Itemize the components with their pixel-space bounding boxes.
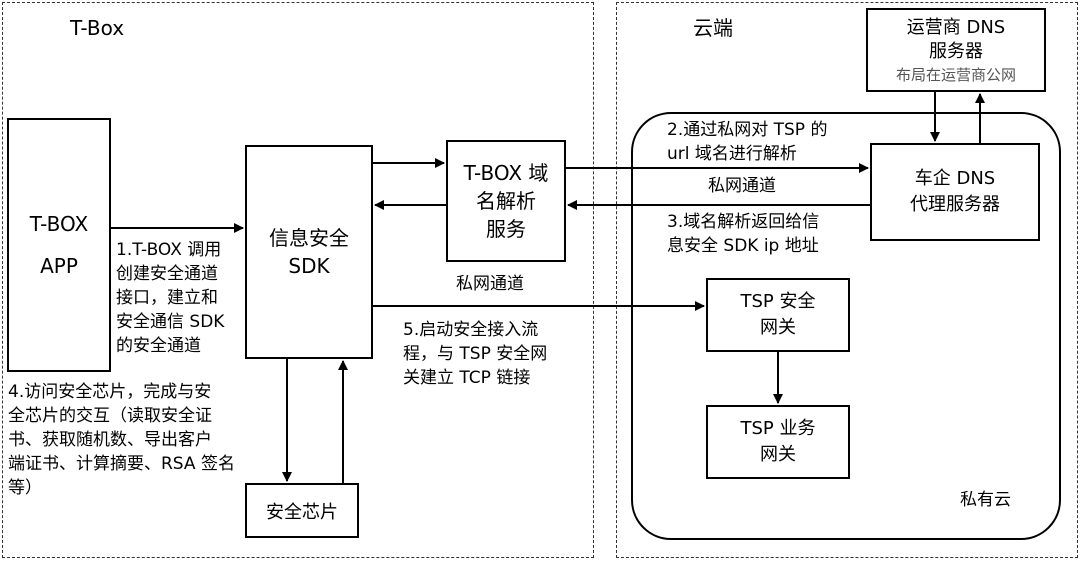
operator-dns-line2: 服务器 <box>929 40 983 62</box>
cloud-region <box>616 2 1078 558</box>
tbox-app-node: T-BOX APP <box>7 118 111 372</box>
tsp-business-line1: TSP 业务 <box>740 418 816 439</box>
tbox-region <box>2 2 594 558</box>
dns-service-line1: T-BOX 域 <box>463 161 549 185</box>
security-chip-label: 安全芯片 <box>266 501 338 523</box>
tsp-gateway-line1: TSP 安全 <box>740 291 816 312</box>
step1-line: 安全通信 SDK <box>116 312 225 332</box>
tbox-app-line2: APP <box>40 254 78 278</box>
step4-line: 等） <box>8 478 42 498</box>
tbox-app-line1: T-BOX <box>29 212 89 236</box>
step1-line: 的安全通道 <box>116 336 201 356</box>
cloud-region-title: 云端 <box>693 16 733 40</box>
tbox-region-title: T-Box <box>70 16 125 40</box>
step4-line: 书、获取随机数、导出客户 <box>8 430 212 450</box>
step3-line: 3.域名解析返回给信 <box>667 212 820 232</box>
step4-line: 端证书、计算摘要、RSA 签名 <box>8 454 235 474</box>
step2-line: 2.通过私网对 TSP 的 <box>667 120 828 140</box>
step3-label: 3.域名解析返回给信 息安全 SDK ip 地址 <box>667 210 819 258</box>
dns-service-line3: 服务 <box>486 217 526 241</box>
private-net-label-top: 私网通道 <box>708 176 776 196</box>
step5-label: 5.启动安全接入流 程，与 TSP 安全网 关建立 TCP 链接 <box>403 318 547 390</box>
step4-label: 4.访问安全芯片，完成与安 全芯片的交互（读取安全证 书、获取随机数、导出客户 … <box>8 380 235 500</box>
step1-line: 创建安全通道 <box>116 264 218 284</box>
step5-line: 5.启动安全接入流 <box>403 320 539 340</box>
step4-line: 全芯片的交互（读取安全证 <box>8 406 212 426</box>
car-dns-line1: 车企 DNS <box>914 168 996 189</box>
operator-dns-node: 运营商 DNS 服务器 布局在运营商公网 <box>866 8 1046 92</box>
private-cloud-title: 私有云 <box>960 490 1011 510</box>
sdk-line2: SDK <box>288 254 330 278</box>
tsp-business-gateway-node: TSP 业务 网关 <box>706 405 850 479</box>
dns-service-line2: 名解析 <box>476 189 536 213</box>
step3-line: 息安全 SDK ip 地址 <box>667 236 819 256</box>
step5-line: 关建立 TCP 链接 <box>403 368 531 388</box>
step4-line: 4.访问安全芯片，完成与安 <box>8 382 212 402</box>
step2-label: 2.通过私网对 TSP 的 url 域名进行解析 <box>667 118 827 166</box>
operator-dns-line1: 运营商 DNS <box>906 16 1006 38</box>
operator-dns-note: 布局在运营商公网 <box>895 65 1016 84</box>
step2-line: url 域名进行解析 <box>667 144 797 164</box>
tsp-security-gateway-node: TSP 安全 网关 <box>706 278 850 352</box>
car-dns-proxy-node: 车企 DNS 代理服务器 <box>870 143 1040 241</box>
step1-line: 1.T-BOX 调用 <box>116 240 222 260</box>
car-dns-line2: 代理服务器 <box>910 194 1000 215</box>
security-chip-node: 安全芯片 <box>245 483 359 538</box>
step5-line: 程，与 TSP 安全网 <box>403 344 548 364</box>
step1-line: 接口，建立和 <box>116 288 218 308</box>
sdk-node: 信息安全 SDK <box>245 145 373 359</box>
step1-label: 1.T-BOX 调用 创建安全通道 接口，建立和 安全通信 SDK 的安全通道 <box>116 238 224 358</box>
private-cloud-region <box>631 112 1061 540</box>
sdk-line1: 信息安全 <box>269 226 349 250</box>
private-net-label-mid: 私网通道 <box>456 274 524 294</box>
tsp-gateway-line2: 网关 <box>760 317 796 338</box>
tsp-business-line2: 网关 <box>760 444 796 465</box>
tbox-dns-service-node: T-BOX 域 名解析 服务 <box>446 140 566 262</box>
